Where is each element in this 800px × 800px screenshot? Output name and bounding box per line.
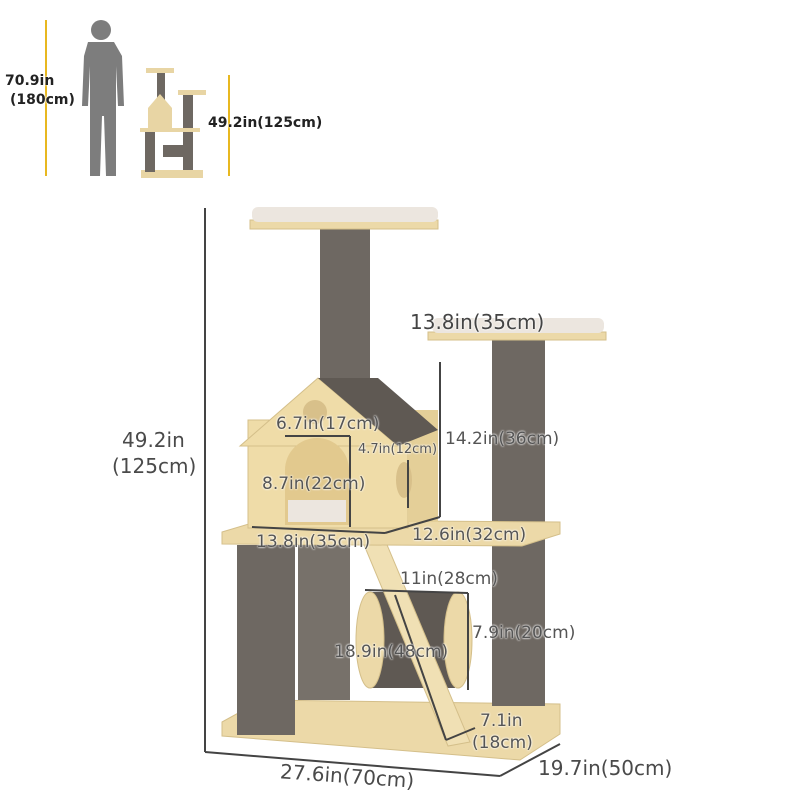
person-height-label: 70.9in [5, 73, 55, 89]
scale-reference [45, 20, 230, 178]
drum-diameter-label: 7.9in(20cm) [472, 623, 576, 643]
drum-width-label: 11in(28cm) [400, 569, 498, 589]
top-perch-width-label: 13.8in(35cm) [410, 310, 545, 334]
total-height-cm-label: (125cm) [112, 454, 197, 478]
door-height-label: 8.7in(22cm) [262, 474, 366, 494]
platform-depth-label: 12.6in(32cm) [412, 525, 527, 545]
dimension-lines [204, 208, 561, 777]
person-silhouette [82, 20, 124, 176]
inner-dimension-lines [251, 362, 476, 741]
top-perch-cushion [252, 207, 438, 222]
scratching-post [320, 229, 370, 389]
window-height-label: 4.7in(12cm) [358, 442, 438, 457]
ladder-width-label: 7.1in [480, 711, 523, 731]
platform-width-label: 13.8in(35cm) [256, 532, 371, 552]
ladder-length-label: 18.9in(48cm) [334, 642, 449, 662]
door-width-label: 6.7in(17cm) [276, 414, 380, 434]
total-height-label: 49.2in [122, 428, 185, 452]
cat-house [238, 377, 438, 529]
scratching-drum [355, 591, 473, 689]
scratching-post [237, 545, 295, 735]
base-depth-label: 19.7in(50cm) [538, 756, 673, 780]
side-perch-cushion [432, 318, 604, 333]
ladder-width-cm-label: (18cm) [472, 733, 533, 753]
scratching-post [298, 545, 350, 700]
house-height-label: 14.2in(36cm) [445, 429, 560, 449]
small-cat-tree [140, 68, 206, 178]
person-height-cm-label: (180cm) [10, 92, 75, 108]
tree-height-label: 49.2in(125cm) [208, 115, 323, 131]
